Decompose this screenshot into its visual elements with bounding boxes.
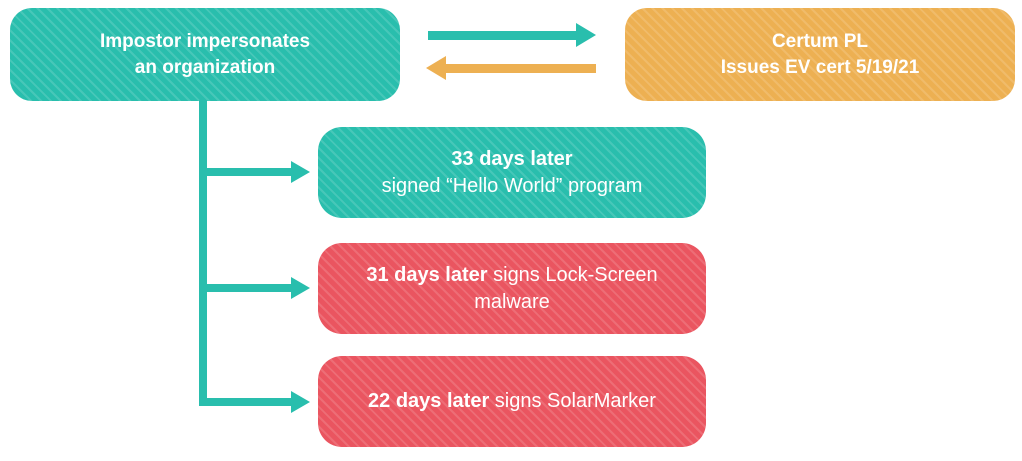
arrow-left-shaft [446, 64, 596, 73]
timeline-box-1-text: signed “Hello World” program [381, 174, 643, 197]
branch-arrow-1-head [291, 161, 310, 183]
impostor-box: Impostor impersonates an organization [10, 8, 400, 101]
timeline-box-solarmarker: 22 days later signs SolarMarker [318, 356, 706, 447]
timeline-connector [199, 100, 207, 406]
certum-box-line2: Issues EV cert 5/19/21 [720, 56, 920, 78]
arrow-right-head [576, 23, 596, 47]
timeline-box-1-bold: 33 days later [451, 148, 573, 171]
timeline-box-2-paragraph: 31 days later signs Lock-Screen malware [346, 262, 678, 315]
arrow-left-head [426, 56, 446, 80]
timeline-box-lock-screen: 31 days later signs Lock-Screen malware [318, 243, 706, 334]
timeline-box-hello-world: 33 days later signed “Hello World” progr… [318, 127, 706, 218]
branch-arrow-3-shaft [203, 398, 291, 406]
arrow-right-shaft [428, 31, 578, 40]
certum-box: Certum PL Issues EV cert 5/19/21 [625, 8, 1015, 101]
certum-box-line1: Certum PL [771, 31, 869, 53]
timeline-box-2-bold: 31 days later [366, 264, 488, 287]
branch-arrow-1-shaft [203, 168, 291, 176]
timeline-box-3-paragraph: 22 days later signs SolarMarker [368, 388, 656, 414]
impostor-box-line2: an organization [134, 56, 276, 78]
timeline-box-3-text: signs SolarMarker [489, 390, 656, 413]
impostor-box-line1: Impostor impersonates [99, 31, 311, 53]
branch-arrow-3-head [291, 391, 310, 413]
branch-arrow-2-shaft [203, 284, 291, 292]
branch-arrow-2-head [291, 277, 310, 299]
timeline-box-3-bold: 22 days later [368, 390, 490, 413]
timeline-box-2-text: signs Lock-Screen malware [474, 264, 658, 313]
